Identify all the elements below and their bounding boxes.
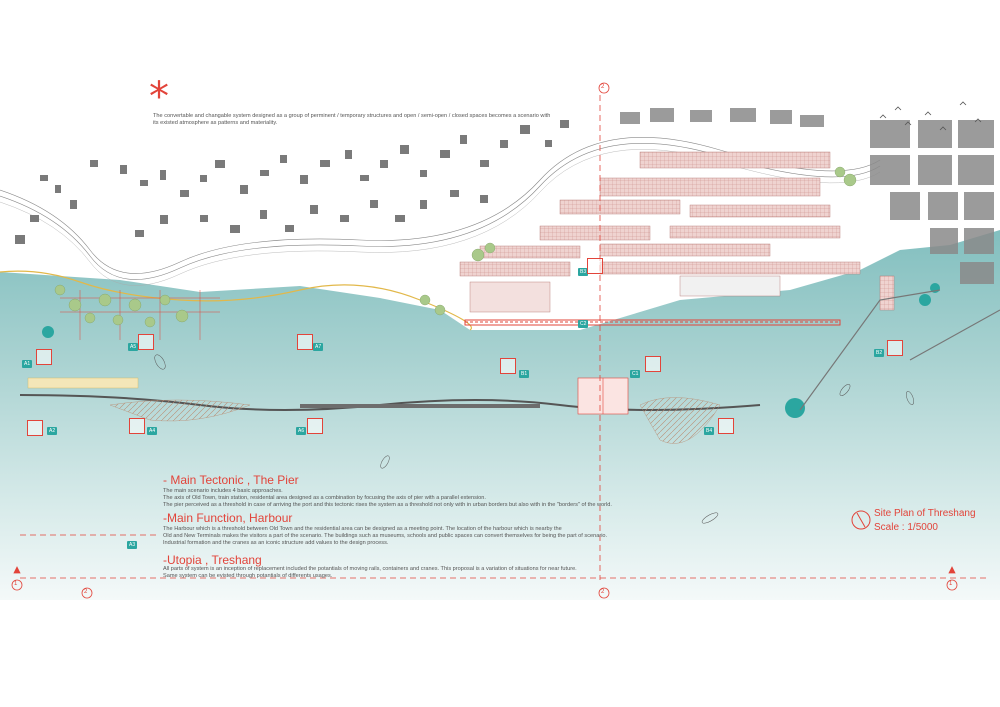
section-marker-icon [11, 82, 958, 599]
function-symbol [587, 258, 603, 274]
section-title-utopia: -Utopia , Treshang [163, 553, 262, 567]
intro-line-2: its existed atmosphere as patterns and m… [153, 120, 278, 126]
section-body-utopia: All parts of system is an inception of r… [163, 566, 613, 580]
section-title-pier: - Main Tectonic , The Pier [163, 473, 299, 487]
section-marker-label: 2 [84, 589, 88, 595]
section-axes [20, 95, 990, 580]
section-body-harbour: The Harbour which is a threshold between… [163, 526, 613, 547]
function-symbol [645, 356, 661, 372]
body-line: All parts of system is an inception of r… [163, 566, 577, 572]
section-marker-label: 2 [601, 84, 605, 90]
function-symbol [129, 418, 145, 434]
zone-label: C2 [578, 320, 589, 328]
plan-title: Site Plan of Threshang [874, 508, 976, 519]
function-symbol [27, 420, 43, 436]
body-line: Same system can be evisted through potan… [163, 573, 333, 579]
intro-text: The convertable and changable system des… [153, 113, 553, 127]
intro-line-1: The convertable and changable system des… [153, 113, 551, 119]
water-trees [42, 283, 940, 418]
promenade-grid [60, 290, 220, 340]
function-symbol [718, 418, 734, 434]
function-symbol [307, 418, 323, 434]
trees [54, 166, 857, 328]
function-symbol [500, 358, 516, 374]
zone-label: A2 [47, 427, 58, 435]
function-symbol [138, 334, 154, 350]
function-symbol [36, 349, 52, 365]
body-line: The main scenario includes 4 basic appro… [163, 488, 283, 494]
zone-label: A1 [22, 360, 33, 368]
zone-label: A6 [296, 427, 307, 435]
zone-label: B2 [874, 349, 885, 357]
boats [154, 354, 914, 524]
body-line: Old and New Terminals makes the visitors… [163, 533, 608, 539]
section-marker-label: 1 [949, 581, 953, 587]
section-title-harbour: -Main Function, Harbour [163, 511, 293, 525]
railway-lines [0, 137, 881, 274]
body-line: The pier perceived as a threshold in cas… [163, 502, 612, 508]
zone-label: A4 [147, 427, 158, 435]
section-marker-label: 2 [601, 589, 605, 595]
asterisk-icon: * [149, 74, 169, 120]
zone-label: B4 [704, 427, 715, 435]
bird-flock-icon [879, 101, 982, 131]
body-line: The axis of Old Town, train station, res… [163, 495, 486, 501]
north-arrow-icon [851, 510, 871, 530]
body-line: Industrial formation and the cranes as a… [163, 540, 389, 546]
zone-label: B1 [519, 370, 530, 378]
port-warehouses [459, 151, 895, 313]
section-body-pier: The main scenario includes 4 basic appro… [163, 488, 613, 509]
main-pier [19, 377, 761, 444]
zone-label: C1 [630, 370, 641, 378]
zone-label: A5 [128, 343, 139, 351]
breakwater [799, 289, 941, 411]
plan-scale: Scale : 1/5000 [874, 522, 938, 533]
new-town-urban-grid [620, 108, 994, 284]
zone-label: A7 [313, 343, 324, 351]
section-marker-label: 1 [14, 581, 18, 587]
function-symbol [887, 340, 903, 356]
function-symbol [297, 334, 313, 350]
body-line: The Harbour which is a threshold between… [163, 526, 562, 532]
zone-label: B3 [578, 268, 589, 276]
old-town-urban-fabric [15, 120, 569, 244]
zone-label: A3 [127, 541, 138, 549]
